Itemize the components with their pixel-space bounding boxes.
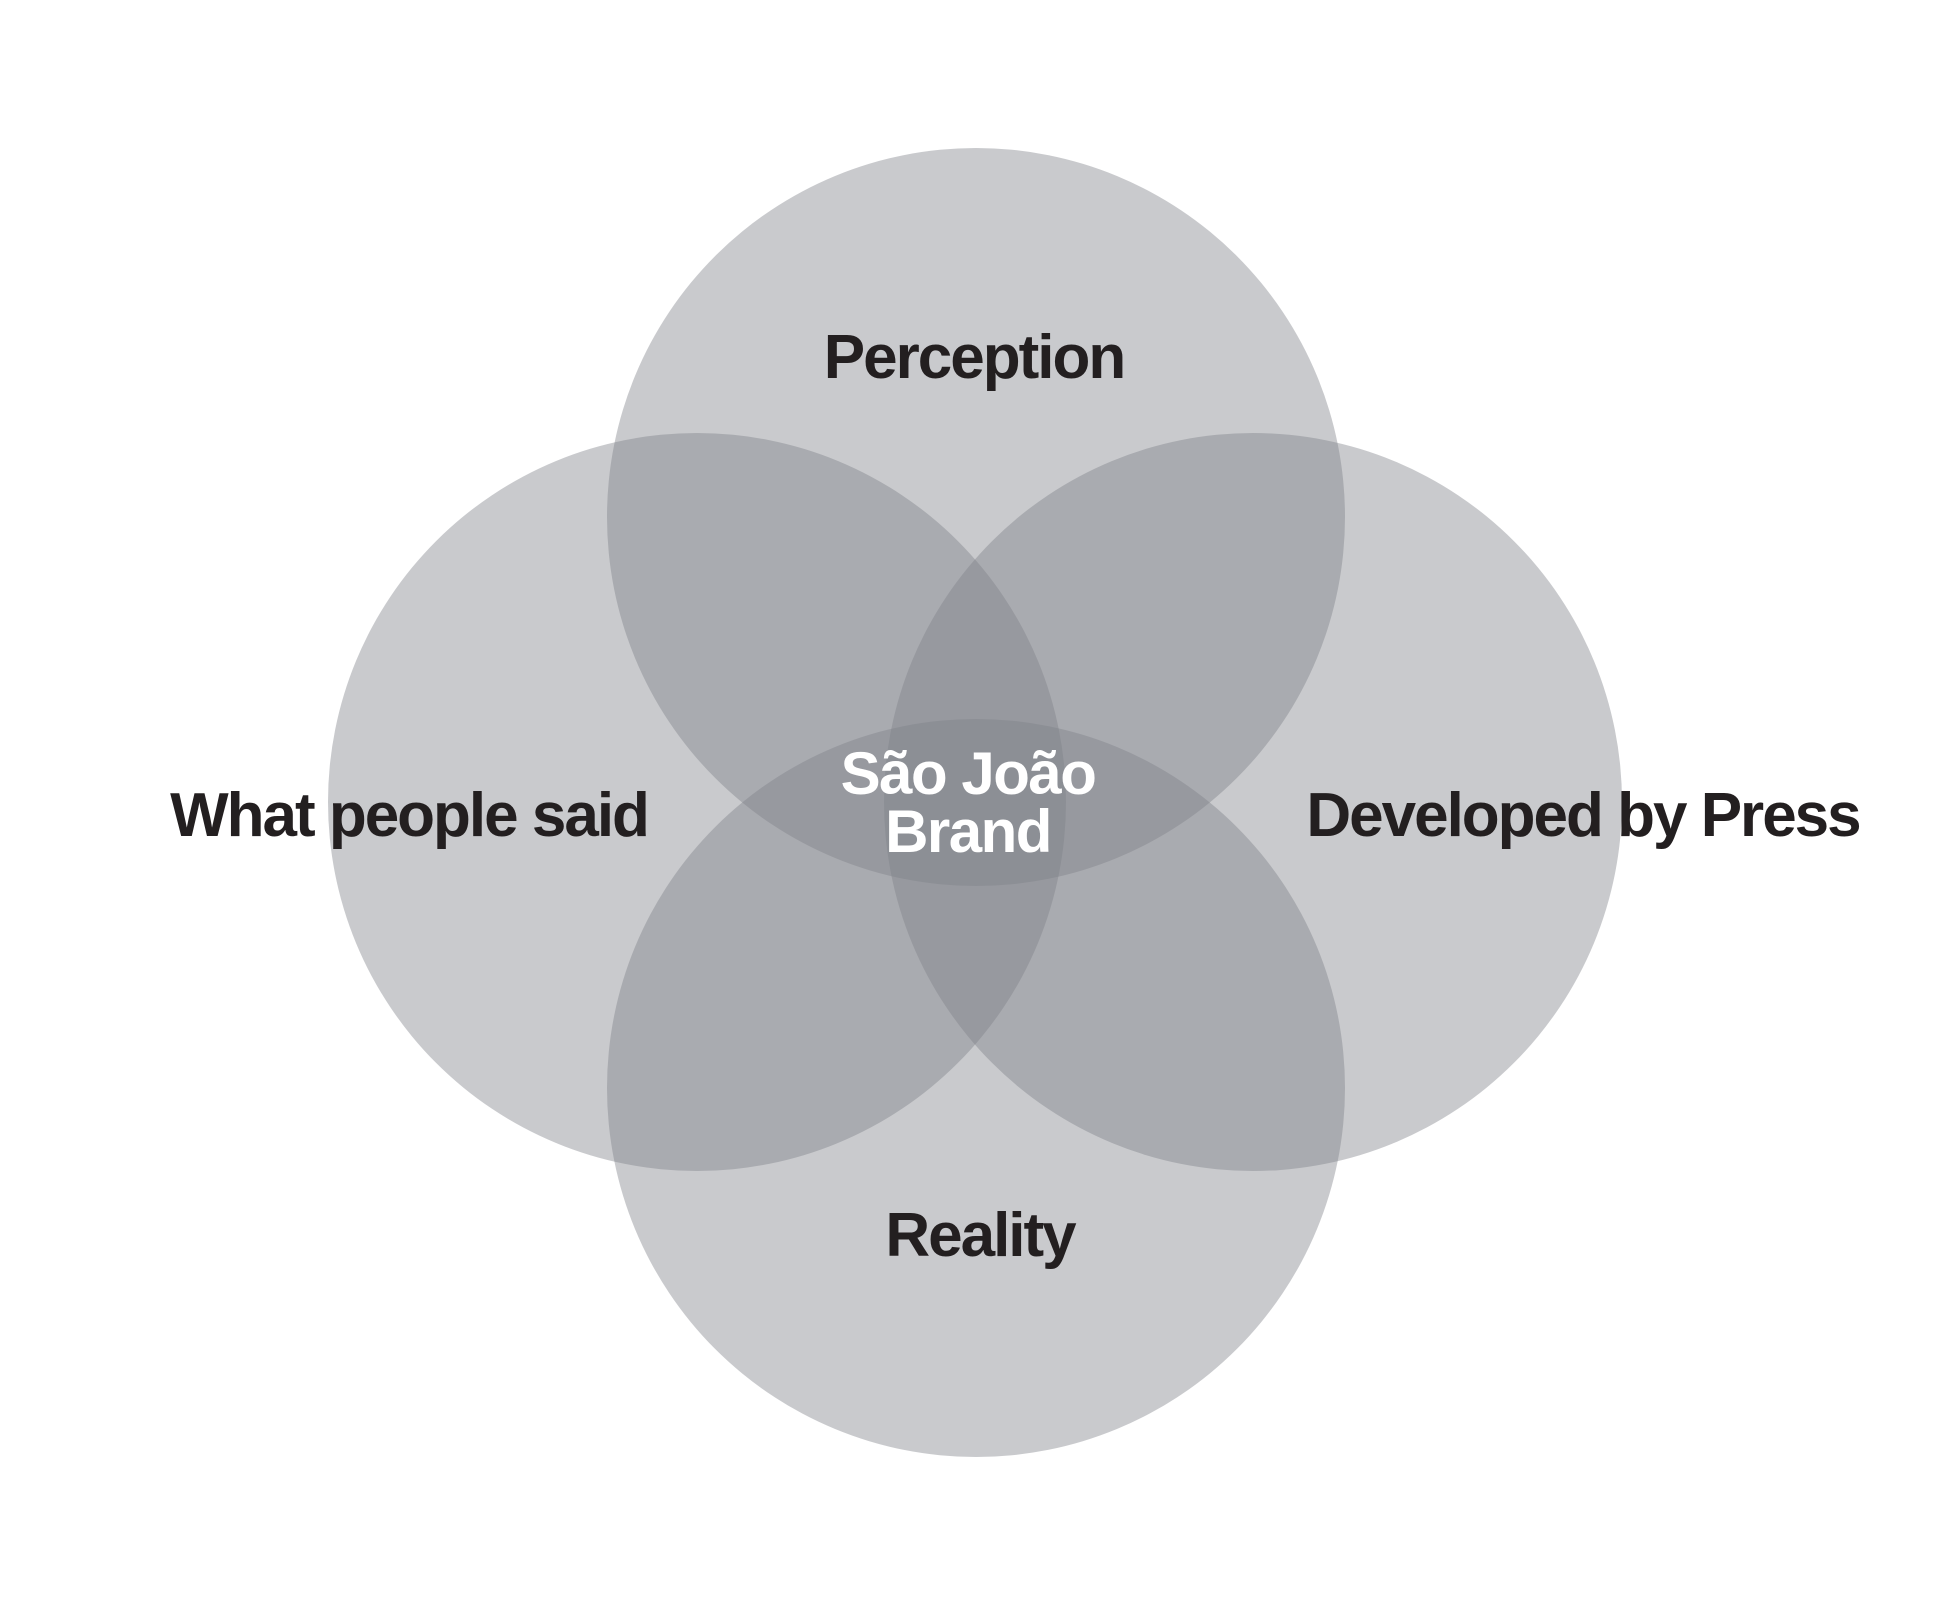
- circle-developed-by-press: [884, 433, 1622, 1171]
- labels-group: Perception What people said Developed by…: [170, 323, 1862, 1270]
- circles-group: [328, 148, 1622, 1457]
- circle-reality: [607, 719, 1345, 1457]
- label-reality: Reality: [885, 1201, 1077, 1270]
- label-what-people-said: What people said: [170, 781, 648, 850]
- circle-what-people-said: [328, 433, 1066, 1171]
- label-perception: Perception: [824, 323, 1124, 392]
- label-developed-by-press: Developed by Press: [1306, 781, 1859, 850]
- circle-perception: [607, 148, 1345, 886]
- center-label-line-1: São João: [841, 740, 1096, 807]
- center-label-line-2: Brand: [885, 798, 1051, 865]
- center-label-group: São João Brand: [841, 740, 1097, 865]
